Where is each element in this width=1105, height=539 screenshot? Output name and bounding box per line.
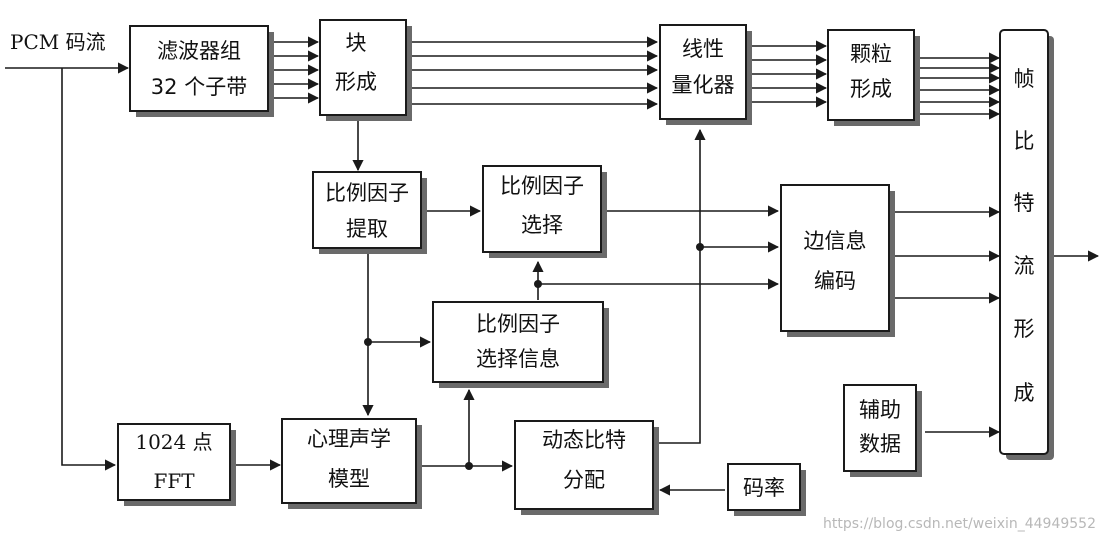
block-formation-block: 块 形成 bbox=[319, 19, 412, 121]
alloc-to-quantizer-arrow bbox=[655, 128, 706, 444]
svg-text:滤波器组: 滤波器组 bbox=[157, 39, 241, 63]
fft-block: 1024 点 FFT bbox=[117, 423, 236, 506]
frame-formation-block: 帧 比 特 流 形 成 bbox=[999, 29, 1054, 460]
svg-text:编码: 编码 bbox=[814, 269, 856, 293]
svg-text:码率: 码率 bbox=[743, 476, 785, 500]
filterbank-to-block-arrows bbox=[270, 36, 320, 104]
junction-dot bbox=[364, 338, 372, 346]
svg-text:提取: 提取 bbox=[346, 217, 388, 241]
svg-text:选择信息: 选择信息 bbox=[476, 347, 560, 371]
ancillary-data-block: 辅助 数据 bbox=[843, 384, 922, 477]
granule-formation-block: 颗粒 形成 bbox=[827, 29, 920, 126]
granule-to-frame-arrows bbox=[920, 52, 1001, 120]
svg-text:边信息: 边信息 bbox=[804, 229, 867, 253]
svg-text:形: 形 bbox=[1014, 317, 1035, 341]
svg-text:线性: 线性 bbox=[682, 37, 724, 61]
side-info-to-frame-arrows bbox=[890, 206, 1001, 304]
svg-text:心理声学: 心理声学 bbox=[307, 427, 391, 451]
sf-select-block: 比例因子 选择 bbox=[482, 165, 607, 258]
bitrate-block: 码率 bbox=[727, 463, 806, 516]
filterbank-block: 滤波器组 32 个子带 bbox=[129, 25, 274, 117]
svg-text:比例因子: 比例因子 bbox=[476, 312, 560, 336]
watermark: https://blog.csdn.net/weixin_44949552 bbox=[823, 516, 1096, 532]
svg-text:数据: 数据 bbox=[859, 432, 901, 456]
side-info-coding-block: 边信息 编码 bbox=[780, 184, 895, 337]
svg-text:动态比特: 动态比特 bbox=[542, 428, 626, 452]
psychoacoustic-model-block: 心理声学 模型 bbox=[281, 418, 422, 509]
svg-text:比: 比 bbox=[1014, 129, 1035, 153]
svg-text:比例因子: 比例因子 bbox=[325, 181, 409, 205]
svg-text:32 个子带: 32 个子带 bbox=[151, 75, 247, 99]
svg-text:颗粒: 颗粒 bbox=[850, 42, 892, 66]
input-to-fft-arrow bbox=[61, 68, 117, 471]
svg-text:成: 成 bbox=[1014, 381, 1035, 405]
svg-text:帧: 帧 bbox=[1014, 67, 1035, 91]
svg-text:选择: 选择 bbox=[521, 213, 563, 237]
svg-text:1024 点: 1024 点 bbox=[135, 430, 212, 454]
linear-quantizer-block: 线性 量化器 bbox=[659, 24, 752, 125]
sf-extract-block: 比例因子 提取 bbox=[312, 171, 427, 254]
svg-text:流: 流 bbox=[1014, 254, 1035, 278]
svg-text:形成: 形成 bbox=[850, 77, 892, 101]
svg-text:FFT: FFT bbox=[153, 469, 195, 493]
svg-text:量化器: 量化器 bbox=[672, 73, 735, 97]
svg-text:比例因子: 比例因子 bbox=[500, 174, 584, 198]
quantizer-to-granule-arrows bbox=[750, 40, 828, 108]
svg-text:形成: 形成 bbox=[335, 70, 377, 94]
svg-text:分配: 分配 bbox=[563, 468, 605, 492]
connections bbox=[5, 36, 1100, 496]
bit-allocation-block: 动态比特 分配 bbox=[514, 420, 659, 515]
block-to-quantizer-arrows bbox=[408, 36, 659, 110]
svg-text:块: 块 bbox=[346, 31, 367, 55]
svg-text:特: 特 bbox=[1014, 191, 1035, 215]
sf-select-info-block: 比例因子 选择信息 bbox=[432, 301, 609, 388]
junction-dot bbox=[465, 462, 473, 470]
junction-dot bbox=[696, 243, 704, 251]
svg-text:模型: 模型 bbox=[328, 467, 370, 491]
junction-dot bbox=[534, 280, 542, 288]
svg-text:辅助: 辅助 bbox=[859, 398, 901, 422]
input-label: PCM 码流 bbox=[10, 30, 106, 54]
